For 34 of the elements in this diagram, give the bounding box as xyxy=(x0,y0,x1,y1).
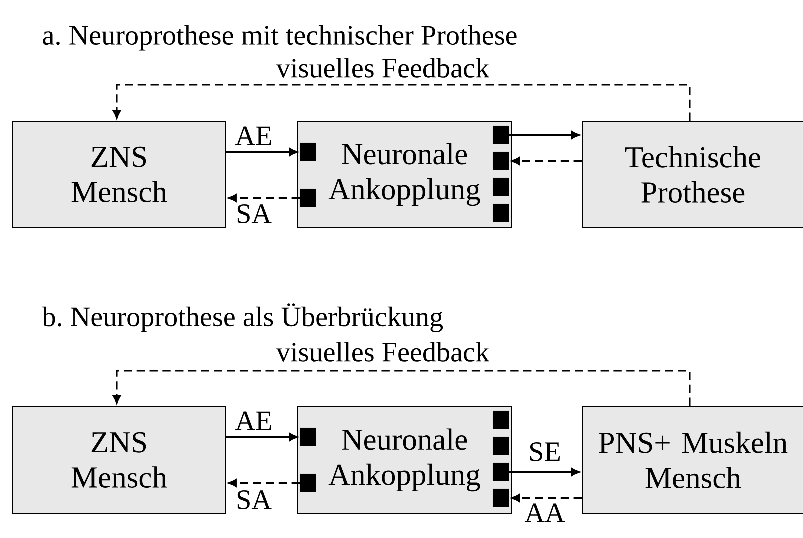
section-title: a. Neuroprothese mit technischer Prothese xyxy=(43,25,517,51)
section-title: b. Neuroprothese als Überbrückung xyxy=(42,304,444,332)
edge-label: AA xyxy=(524,504,566,522)
process-box: PNS+ Muskeln Mensch xyxy=(582,406,803,514)
arrow xyxy=(228,194,300,202)
process-box: ZNS Mensch xyxy=(12,121,226,228)
port-square xyxy=(493,126,510,144)
arrow xyxy=(113,370,691,406)
edge-label: SA xyxy=(238,204,272,224)
process-box: ZNS Mensch xyxy=(12,406,226,514)
edge-label: AE xyxy=(236,412,272,430)
edge-label: SE xyxy=(530,442,560,462)
port-square xyxy=(493,437,510,456)
port-square xyxy=(493,178,510,196)
arrow xyxy=(509,468,580,476)
arrow xyxy=(511,157,582,166)
port-square xyxy=(493,411,510,430)
process-box: Technische Prothese xyxy=(582,121,803,228)
port-square xyxy=(300,474,316,492)
arrow xyxy=(113,84,691,121)
process-box: Neuronale Ankopplung xyxy=(297,406,512,514)
arrow xyxy=(228,479,300,488)
port-square xyxy=(493,204,510,222)
edge-label: visuelles Feedback xyxy=(276,58,490,78)
arrow xyxy=(226,433,298,442)
arrow xyxy=(226,148,298,156)
arrow xyxy=(511,494,582,502)
arrow xyxy=(509,131,580,140)
port-square xyxy=(300,189,316,208)
process-box: Neuronale Ankopplung xyxy=(297,121,512,228)
port-square xyxy=(493,463,510,482)
edge-label: visuelles Feedback xyxy=(276,342,490,362)
edge-label: SA xyxy=(238,490,272,510)
edge-label: AE xyxy=(236,126,272,146)
